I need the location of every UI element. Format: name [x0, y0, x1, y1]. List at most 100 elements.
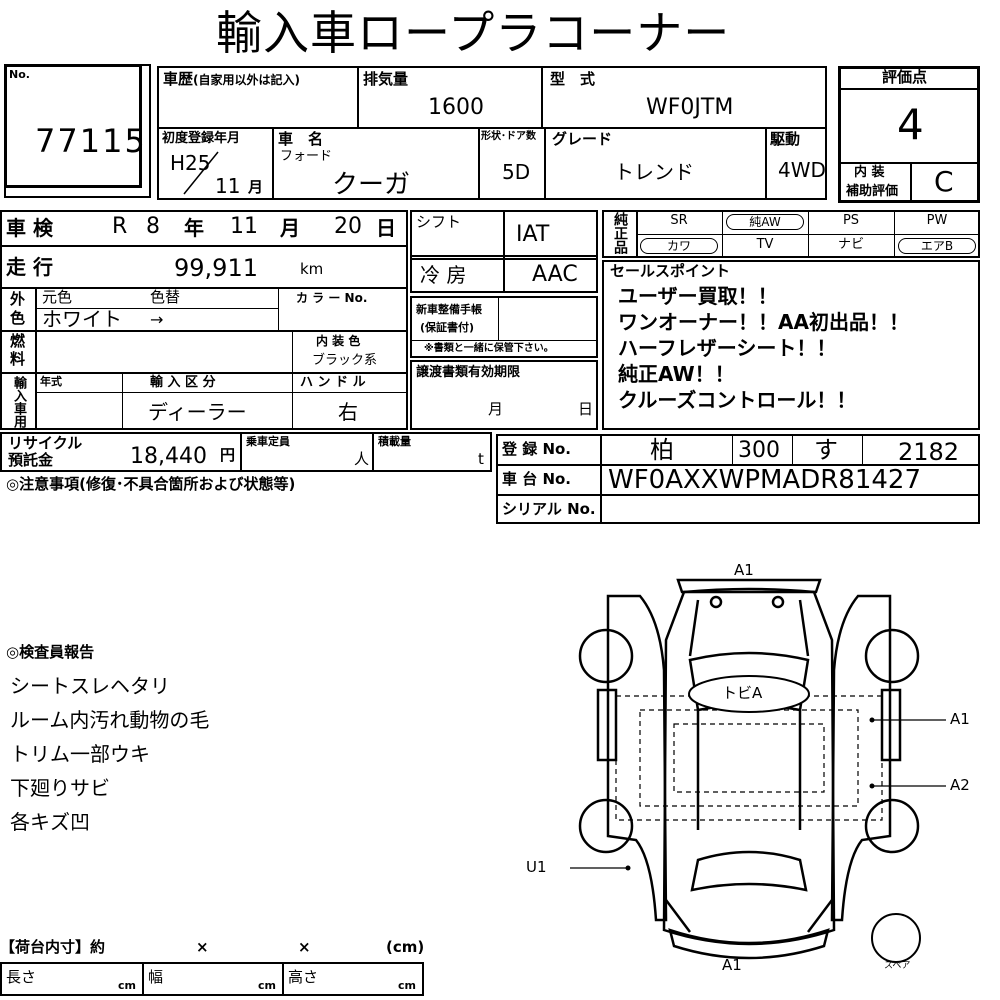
shaken-month-unit: 月	[280, 216, 300, 240]
car-name-label: 車 名	[278, 130, 324, 148]
drive-label: 駆動	[770, 130, 801, 148]
inspection-box	[0, 210, 408, 430]
recycle-unit: 円	[220, 446, 236, 464]
score-box	[838, 66, 980, 203]
registration-label: 登 録 No.	[502, 440, 572, 458]
grade-label: グレード	[552, 130, 613, 148]
exterior-label-2: 色	[10, 309, 26, 327]
inspector-report-line: 下廻りサビ	[10, 776, 110, 800]
inspector-report-line: シートスレヘタリ	[10, 674, 170, 698]
equipment-item: TV	[756, 237, 774, 252]
equipment-item: 純AW	[726, 214, 804, 230]
car-damage-diagram	[570, 578, 946, 963]
equipment-label: 純正品	[612, 212, 628, 254]
shaken-month: 11	[230, 214, 258, 239]
score-value: 4	[897, 100, 924, 149]
shift-label: シフト	[416, 213, 462, 231]
inspector-report-line: ルーム内汚れ動物の毛	[10, 708, 210, 732]
history-label: 車歴(自家用以外は記入)	[163, 70, 300, 88]
inspector-report-line: トリム一部ウキ	[10, 742, 150, 766]
shaken-day: 20	[334, 214, 362, 239]
cargo-height-label: 高さ	[288, 968, 319, 986]
shaken-year-unit: 年	[184, 216, 204, 240]
registration-number: 2182	[898, 438, 960, 466]
model-label: 型 式	[550, 70, 596, 88]
displacement-label: 排気量	[363, 70, 409, 88]
import-type-value: ディーラー	[148, 400, 247, 424]
exterior-color-value: ホワイト	[42, 307, 122, 331]
maintenance-note: ※書類と一緒に保管下さい。	[424, 343, 554, 354]
inspector-label: ◎検査員報告	[6, 643, 95, 661]
date-slash	[183, 151, 219, 195]
model-year-label: 年式	[40, 375, 62, 388]
first-registration-month: 11	[215, 174, 241, 198]
sales-points-box	[602, 260, 980, 430]
notes-label: ◎注意事項(修復･不具合箇所および状態等)	[6, 475, 296, 493]
cargo-label: 【荷台内寸】約	[0, 938, 106, 956]
first-registration-year: H25	[170, 151, 211, 175]
shaken-day-unit: 日	[376, 216, 396, 240]
recycle-label-2: 預託金	[8, 451, 54, 469]
equipment-item: PS	[842, 213, 860, 228]
transfer-day: 日	[578, 400, 594, 418]
equipment-item: エアB	[898, 238, 976, 254]
cargo-width-label: 幅	[148, 968, 164, 986]
score-label: 評価点	[882, 68, 928, 86]
serial-label: シリアル No.	[502, 500, 596, 518]
sales-point-line: ユーザー買取！！	[618, 284, 778, 308]
equipment-item: SR	[670, 213, 688, 228]
equipment-item: ナビ	[837, 237, 864, 252]
maintenance-label-2: (保証書付)	[420, 321, 475, 334]
mileage-label: 走 行	[6, 255, 53, 279]
registration-class: 300	[738, 438, 780, 463]
lot-corner-mark	[4, 64, 142, 188]
cargo-width-cm: cm	[258, 979, 276, 992]
cargo-box	[0, 962, 424, 996]
sales-point-line: 純正AW！！	[618, 362, 735, 386]
interior-score-label-1: 内 装	[854, 165, 885, 180]
interior-color-label: 内 装 色	[316, 334, 361, 348]
recycle-value: 18,440	[130, 444, 207, 469]
cargo-times-2: ×	[298, 938, 311, 956]
doors-value: 5D	[502, 160, 531, 184]
shaken-era: R	[112, 214, 128, 239]
page-title: 輸入車ロープラコーナー	[216, 6, 731, 60]
grade-value: トレンド	[614, 160, 694, 184]
interior-score-label-2: 補助評価	[846, 184, 899, 199]
cargo-length-cm: cm	[118, 979, 136, 992]
transfer-month: 月	[488, 400, 504, 418]
handle-label: ハ ン ド ル	[300, 375, 366, 390]
first-registration-label: 初度登録年月	[162, 131, 241, 146]
registration-place: 柏	[650, 436, 674, 464]
ac-label: 冷 房	[420, 263, 467, 287]
right-damage-mark-2: A2	[950, 776, 970, 794]
sales-point-line: ハーフレザーシート！！	[618, 336, 837, 360]
capacity-label: 乗車定員	[246, 435, 290, 448]
fuel-label-1: 燃	[10, 332, 26, 350]
cargo-times-1: ×	[196, 938, 209, 956]
registration-kana: す	[814, 436, 838, 464]
sales-point-line: ワンオーナー！！AA初出品！！	[618, 310, 909, 334]
vehicle-info-box	[157, 66, 827, 200]
shaken-year: 8	[146, 214, 160, 239]
color-number-label: カ ラ ー No.	[296, 291, 368, 305]
chassis-value: WF0AXXWPMADR81427	[608, 465, 922, 495]
load-label: 積載量	[378, 435, 411, 448]
sales-points-label: セールスポイント	[610, 262, 731, 280]
recycle-box	[0, 432, 492, 472]
mileage-unit: km	[300, 260, 324, 278]
interior-score-value: C	[934, 165, 954, 198]
model-value: WF0JTM	[646, 95, 734, 120]
fuel-label-2: 料	[10, 350, 26, 368]
inspector-report-line: 各キズ凹	[10, 810, 90, 834]
interior-color-value: ブラック系	[312, 353, 378, 368]
spare-tire-label: スペア	[884, 961, 911, 971]
cargo-unit-label: (cm)	[386, 938, 425, 956]
shaken-label: 車 検	[6, 216, 53, 240]
sales-point-line: クルーズコントロール！！	[618, 388, 857, 412]
ac-value: AAC	[532, 262, 578, 287]
repaint-value: →	[150, 310, 164, 329]
right-damage-mark-1: A1	[950, 710, 970, 728]
displacement-value: 1600	[428, 95, 484, 120]
maintenance-label-1: 新車整備手帳	[416, 303, 482, 316]
